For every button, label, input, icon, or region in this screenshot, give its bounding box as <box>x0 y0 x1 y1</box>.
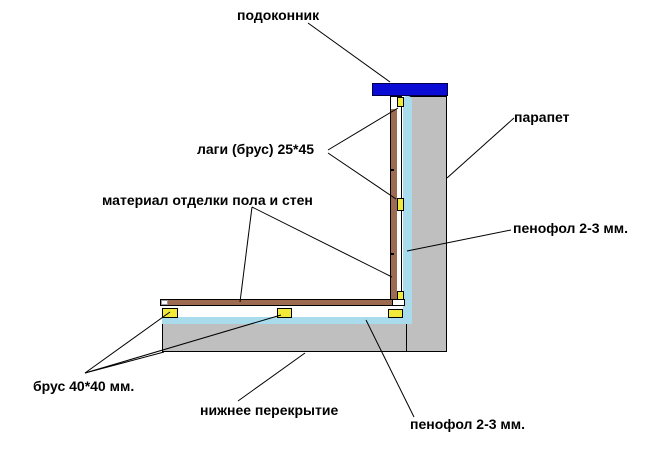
timber-block-1 <box>162 308 178 318</box>
floor-slab <box>162 323 407 352</box>
label-parapet: парапет <box>514 109 570 125</box>
label-windowsill: подоконник <box>237 7 320 23</box>
leader-finishing-floor <box>239 206 253 303</box>
wall-finishing-joint-mark <box>391 169 394 171</box>
label-finishing: материал отделки пола и стен <box>102 192 313 208</box>
label-penofol-floor: пенофол 2-3 мм. <box>410 416 526 432</box>
leader-joists-middle <box>327 152 397 200</box>
timber-block-3 <box>388 309 403 318</box>
penofol-wall-layer <box>403 96 412 324</box>
leader-timber-1 <box>84 311 171 374</box>
leader-parapet <box>446 117 515 179</box>
label-lower-slab: нижнее перекрытие <box>200 402 339 418</box>
wall-finishing-strip <box>391 109 397 305</box>
label-timber: брус 40*40 мм. <box>33 378 135 394</box>
label-penofol-wall: пенофол 2-3 мм. <box>513 220 629 236</box>
floor-wall-corner-box <box>392 299 405 306</box>
windowsill <box>372 83 448 96</box>
joist-block-middle <box>397 198 404 211</box>
label-joists: лаги (брус) 25*45 <box>197 141 315 157</box>
floor-finishing-end-cap <box>161 300 168 305</box>
joist-block-top <box>397 97 404 107</box>
parapet-wall <box>406 96 447 352</box>
leader-joists-top <box>327 107 399 151</box>
penofol-floor-layer <box>162 317 412 324</box>
leader-windowsill <box>307 22 391 83</box>
leader-timber-3 <box>84 351 165 374</box>
leader-lower-slab <box>237 352 306 402</box>
timber-block-2 <box>277 308 292 318</box>
wall-finishing-joint-mark <box>391 253 394 255</box>
leader-finishing-wall <box>251 206 393 278</box>
floor-finishing-strip <box>160 299 398 306</box>
